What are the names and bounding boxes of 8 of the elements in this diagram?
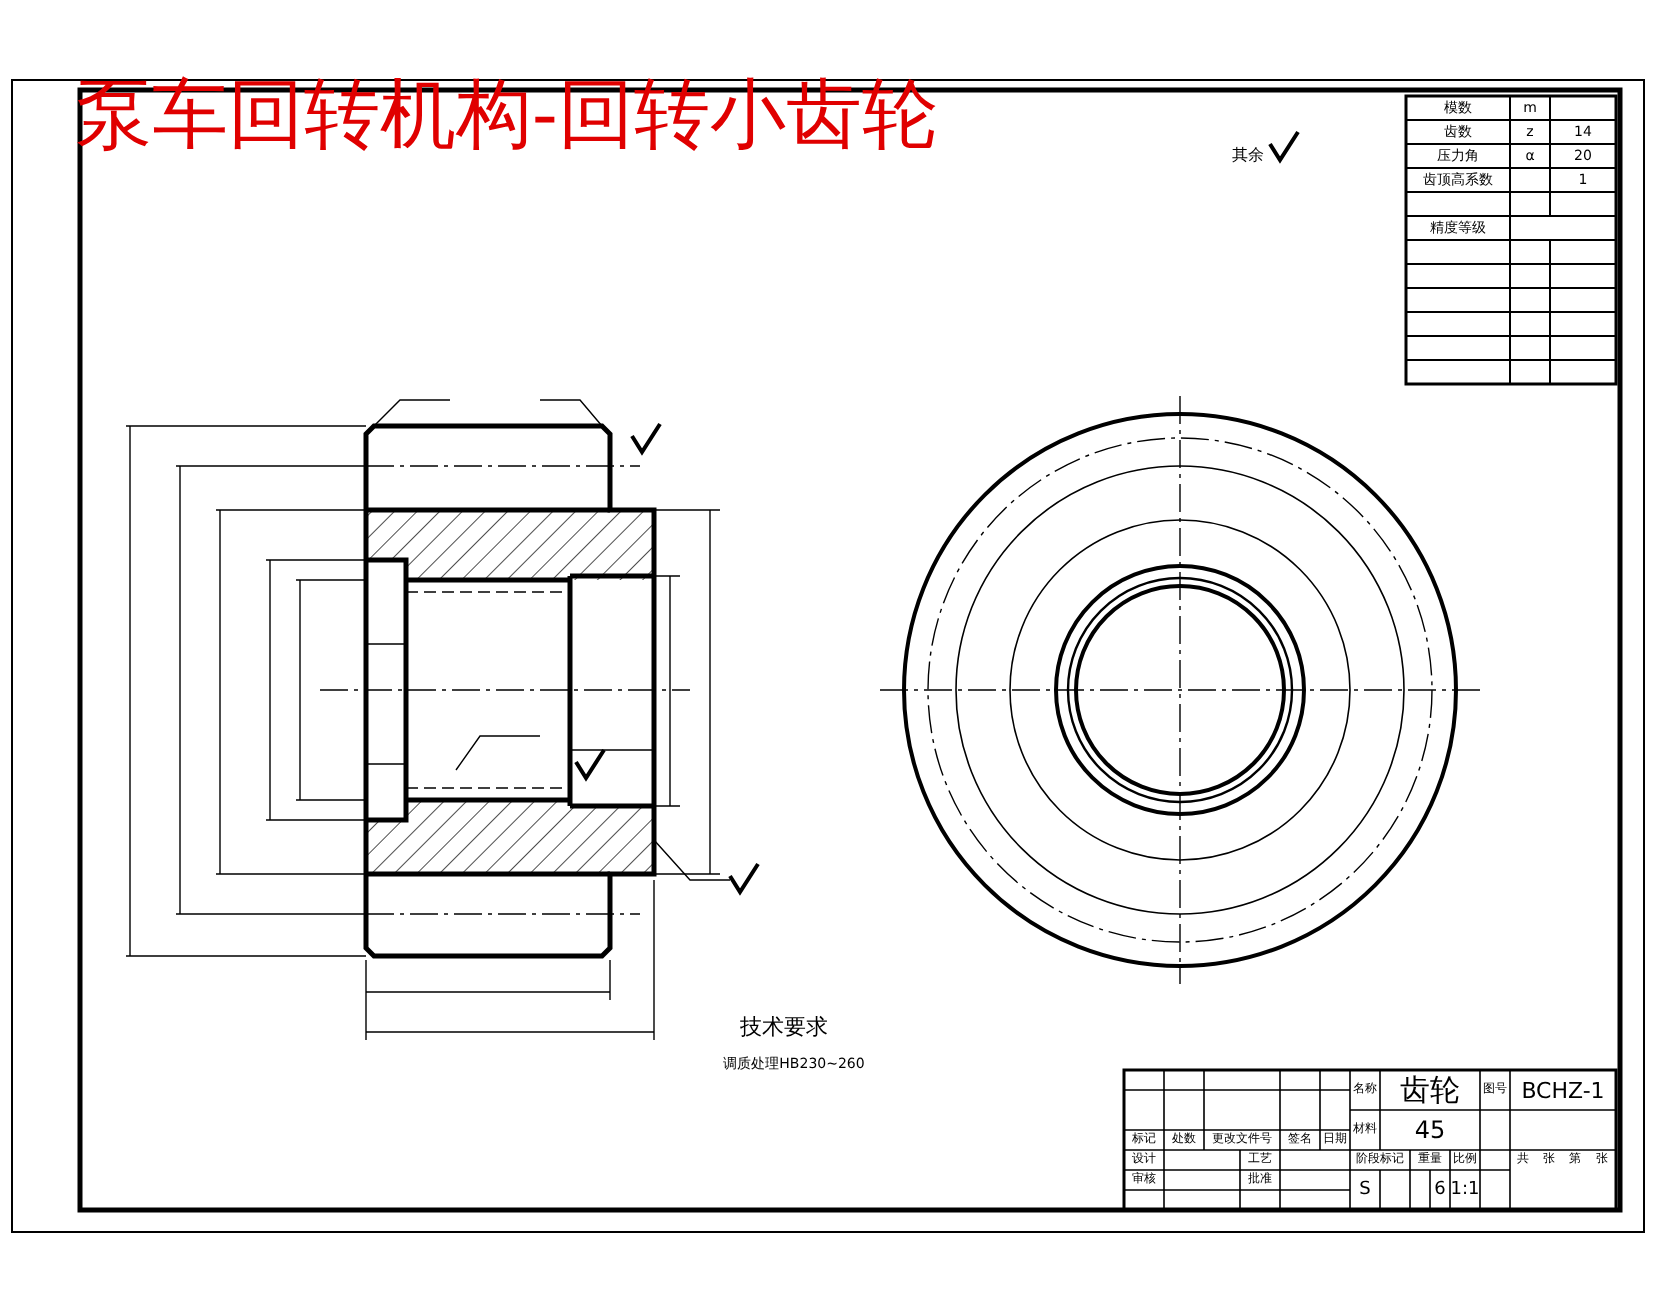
title-block-value: 1:1 bbox=[1450, 1177, 1480, 1203]
roughness-note: 其余 bbox=[1230, 144, 1266, 168]
title-block-value: 6 bbox=[1432, 1177, 1448, 1203]
section-heading: 技术要求 bbox=[738, 1012, 830, 1040]
part-name: 齿轮 bbox=[1398, 1070, 1462, 1110]
drawing-number: BCHZ-1 bbox=[1519, 1075, 1607, 1107]
title-block-value: S bbox=[1357, 1177, 1373, 1203]
material-value: 45 bbox=[1412, 1114, 1448, 1148]
